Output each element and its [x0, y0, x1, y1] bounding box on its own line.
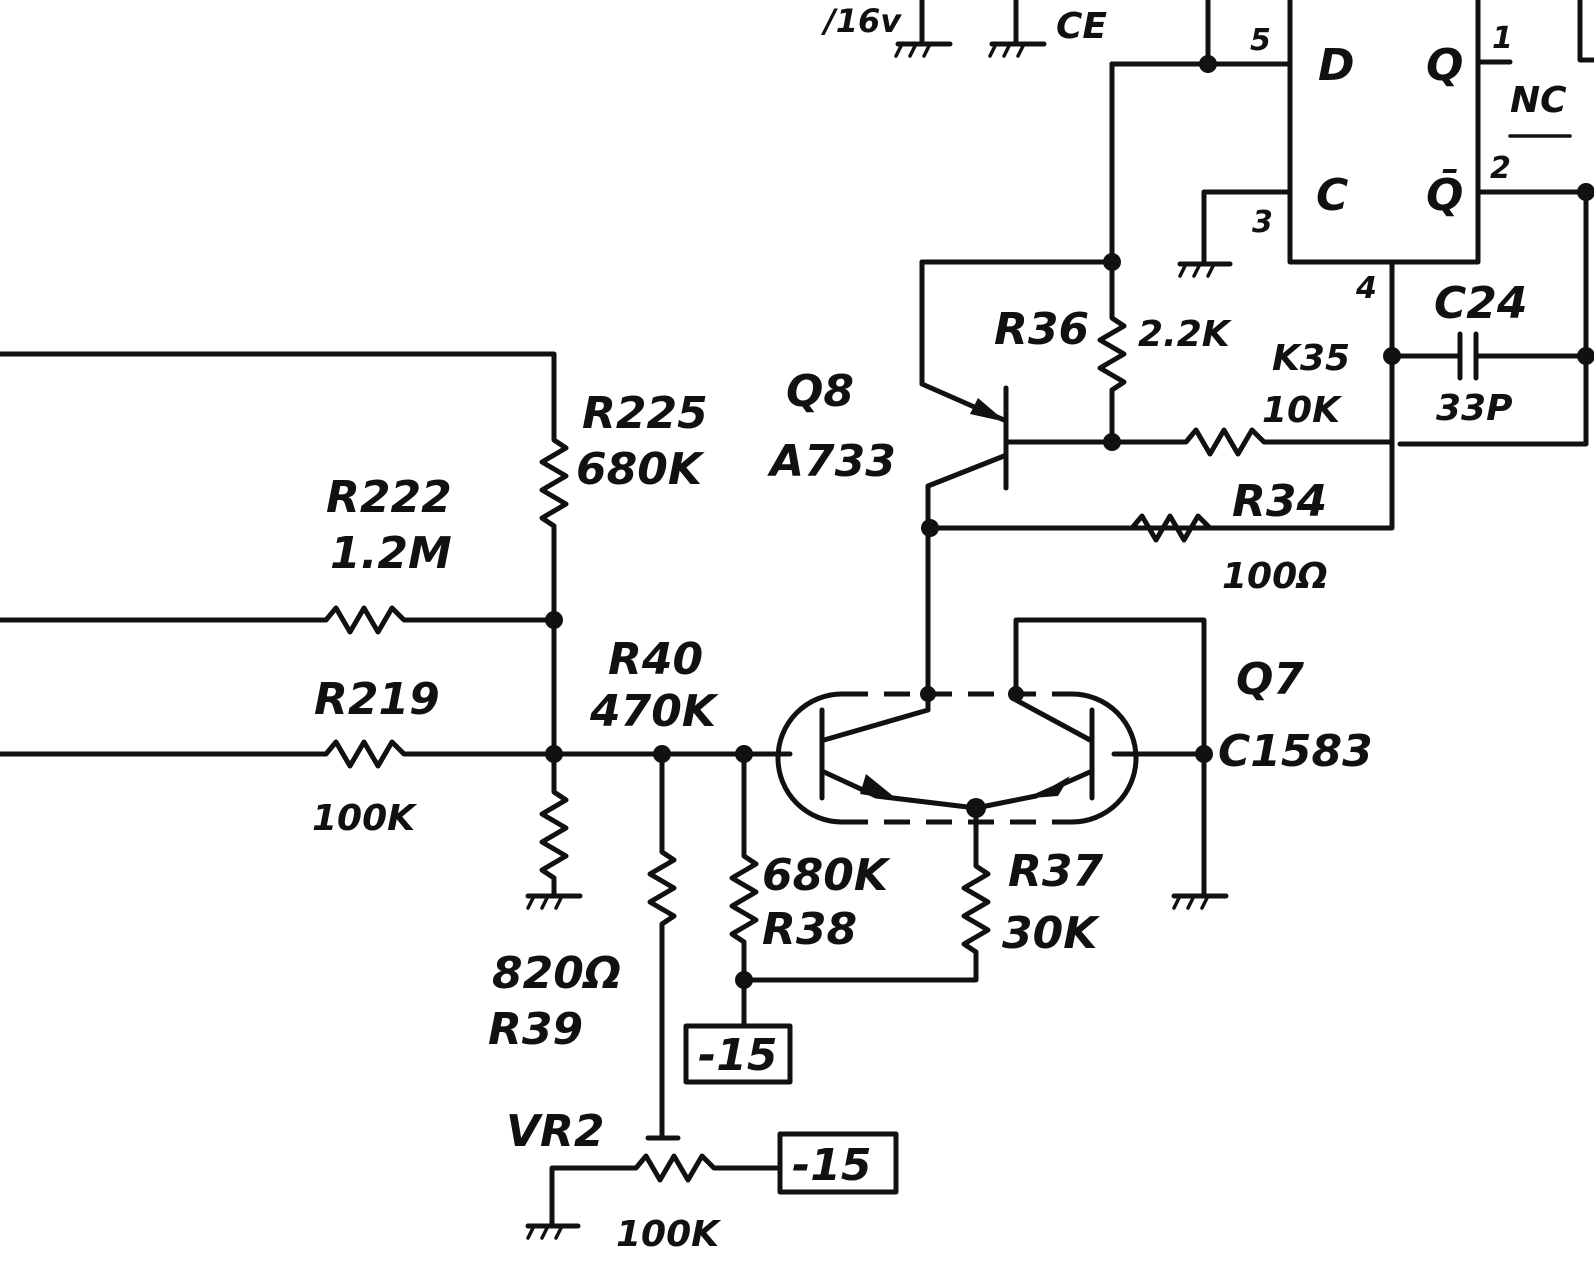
r225-label: R225: [582, 388, 708, 439]
vr2-value: 100K: [616, 1214, 722, 1255]
nc-label: NC: [1510, 80, 1567, 121]
r38-resistor: 680K R38: [729, 751, 891, 1029]
c24-label: C24: [1434, 278, 1528, 329]
c24-capacitor: C24 33P: [1389, 278, 1589, 429]
r39-resistor: 820Ω R39: [488, 751, 621, 1055]
ce-label: CE: [1056, 6, 1107, 47]
r39-value: 820Ω: [492, 948, 621, 999]
r38-value: 680K: [762, 850, 891, 901]
r222-value: 1.2M: [330, 528, 452, 579]
pin5-label: 5: [1250, 23, 1271, 58]
r219-value: 100K: [312, 798, 418, 839]
q8-part: A733: [767, 436, 896, 487]
ff-c-label: C: [1316, 170, 1348, 221]
junction-dots: [545, 55, 1594, 989]
r222-label: R222: [326, 472, 452, 523]
top-ground-symbols: /16v CE: [820, 0, 1233, 278]
r37-label: R37: [1008, 846, 1103, 897]
supply-minus15-b: -15: [777, 1131, 899, 1195]
vr2-potentiometer: VR2 100K: [506, 751, 781, 1255]
r40-resistor: R40 470K: [551, 634, 793, 757]
q7-label: Q7: [1236, 654, 1304, 705]
ff-d-label: D: [1318, 40, 1355, 91]
r219-label: R219: [314, 674, 440, 725]
pin3-label: 3: [1252, 205, 1273, 240]
pin4-label: 4: [1355, 271, 1377, 306]
r39-label: R39: [488, 1004, 583, 1055]
pin2-label: 2: [1490, 151, 1511, 186]
r40-value: 470K: [589, 686, 719, 737]
q7-part: C1583: [1218, 726, 1373, 777]
r35-label: K35: [1272, 338, 1350, 379]
r225-value: 680K: [576, 444, 705, 495]
r36-resistor: R36 2.2K: [919, 61, 1233, 441]
r37-resistor: R37 30K: [741, 805, 1103, 983]
r38-label: R38: [762, 904, 857, 955]
supply-b-label: -15: [792, 1140, 872, 1191]
ff-q-label: Q: [1426, 40, 1463, 91]
r34-label: R34: [1232, 476, 1327, 527]
r222-resistor: R222 1.2M: [0, 472, 557, 635]
r37-value: 30K: [1002, 908, 1100, 959]
r36-label: R36: [994, 304, 1089, 355]
supply-minus15-a: -15: [683, 1023, 793, 1085]
ff-qbar-label: Q̄: [1426, 167, 1463, 221]
r35-resistor: K35 10K: [1003, 338, 1395, 457]
r34-value: 100Ω: [1222, 556, 1328, 597]
flip-flop-ic: D C Q Q̄ 5 3 1 2 4 NC: [927, 0, 1594, 531]
v16-label: /16v: [820, 2, 902, 40]
r225-resistor: R225 680K: [0, 351, 708, 757]
r40-label: R40: [608, 634, 703, 685]
r34-resistor: R34 100Ω: [927, 476, 1328, 597]
c24-value: 33P: [1436, 388, 1512, 429]
vr2-label: VR2: [506, 1106, 605, 1157]
q7-dual-transistor: Q7 C1583: [775, 525, 1373, 910]
q8-transistor: Q8 A733: [767, 259, 1009, 531]
r219-resistor: R219 100K: [0, 674, 557, 839]
r35-value: 10K: [1262, 390, 1343, 431]
supply-a-label: -15: [698, 1030, 778, 1081]
pin1-label: 1: [1492, 21, 1513, 56]
q8-label: Q8: [786, 366, 854, 417]
r36-value: 2.2K: [1138, 314, 1233, 355]
